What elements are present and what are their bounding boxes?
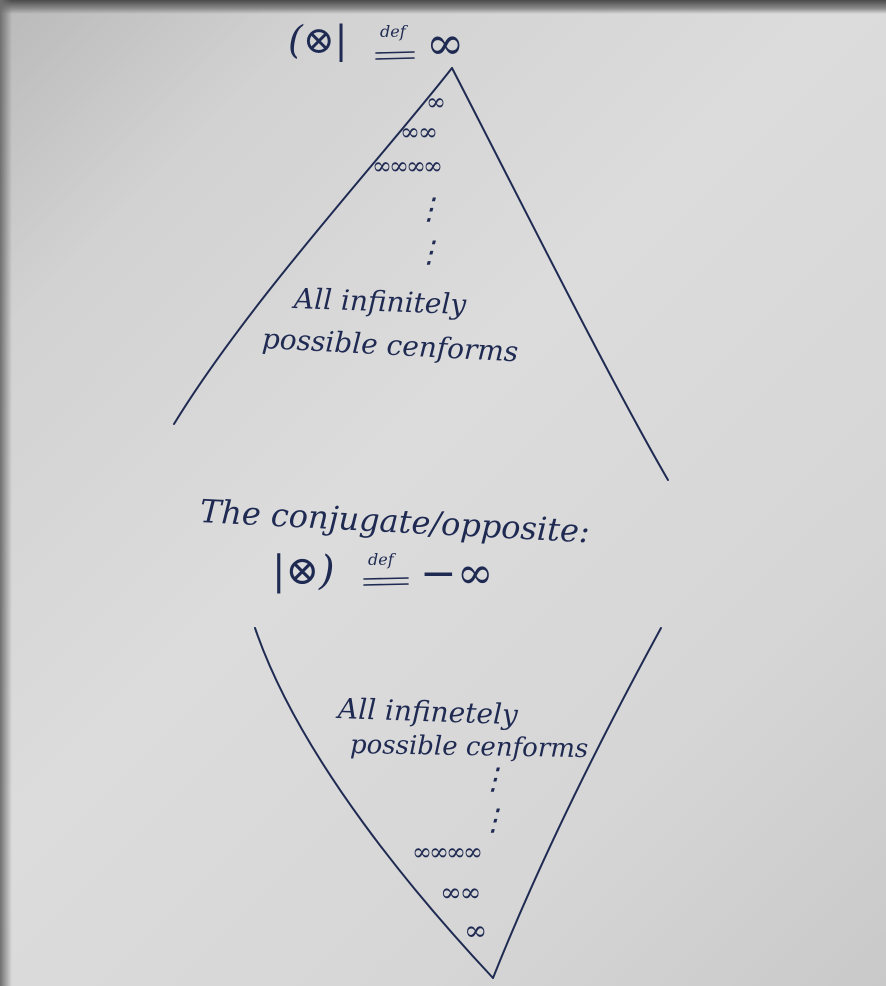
- lower-triangle-left-edge: [254, 627, 494, 979]
- upper-caption-line1: All infinitely: [293, 282, 467, 322]
- upper-ellipsis-1: ⋮: [414, 192, 444, 227]
- paper-top-shadow: [0, 0, 886, 14]
- def-underline-top-a: [375, 51, 415, 54]
- bottom-neg-infinity-value: −∞: [420, 548, 494, 599]
- lower-caption-line1: All infinetely: [337, 692, 519, 732]
- lower-row-3: ∞: [464, 914, 488, 947]
- lower-triangle-right-edge: [492, 627, 662, 979]
- upper-row-1: ∞: [426, 88, 446, 116]
- top-def-label: def: [380, 22, 406, 41]
- top-bra-symbol: (⊗|: [288, 18, 348, 62]
- bottom-ket-symbol: |⊗): [272, 548, 335, 594]
- lower-row-2: ∞∞: [440, 878, 481, 908]
- upper-triangle-right-edge: [451, 67, 669, 481]
- bottom-def-label: def: [368, 550, 394, 569]
- upper-row-2: ∞∞: [400, 118, 438, 146]
- upper-ellipsis-2: ⋮: [414, 235, 444, 270]
- upper-triangle-left-edge: [173, 67, 453, 425]
- def-underline-bottom-b: [363, 583, 409, 586]
- lower-ellipsis-2: ⋮: [478, 803, 508, 838]
- lower-row-1: ∞∞∞∞: [412, 838, 483, 866]
- lower-ellipsis-1: ⋮: [478, 762, 508, 797]
- lower-caption-line2: possible cenforms: [349, 730, 589, 765]
- top-infinity-value: ∞: [426, 16, 465, 70]
- paper-left-shadow: [0, 0, 12, 986]
- def-underline-top-b: [375, 57, 415, 60]
- upper-row-3: ∞∞∞∞: [372, 152, 443, 180]
- def-underline-bottom-a: [363, 577, 409, 580]
